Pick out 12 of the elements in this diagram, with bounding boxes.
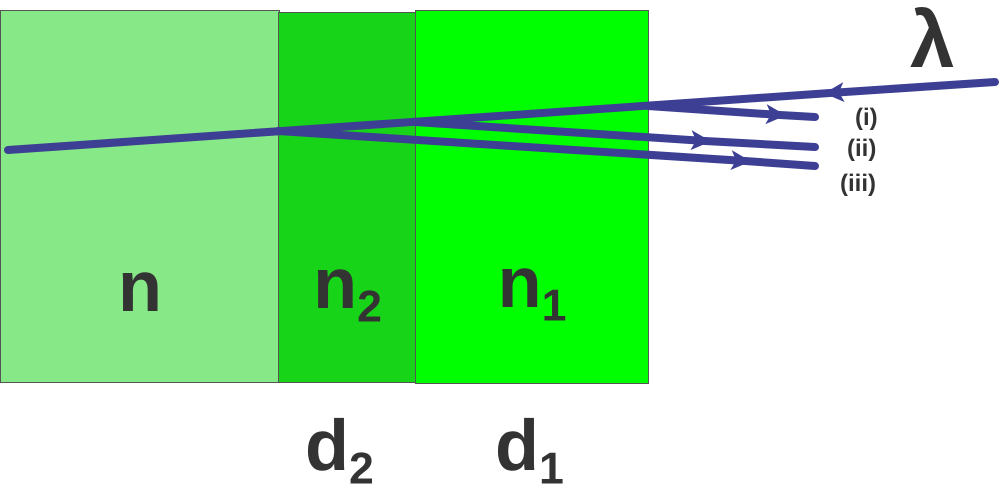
refractive-index-label: n — [118, 246, 162, 328]
thickness-label: d$_{1}$ — [495, 410, 564, 492]
layer-box — [278, 12, 417, 383]
ray-label: (ii) — [847, 137, 876, 161]
ray-label: (i) — [855, 106, 878, 130]
ray-label: (iii) — [840, 172, 876, 196]
layer-box — [0, 10, 280, 383]
refractive-index-label: n$_{1}$ — [498, 242, 566, 332]
thickness-label: d$_{2}$ — [305, 410, 374, 492]
wavelength-label: λ — [910, 0, 954, 80]
refractive-index-label: n$_{2}$ — [313, 242, 382, 332]
layer-box — [415, 10, 649, 384]
